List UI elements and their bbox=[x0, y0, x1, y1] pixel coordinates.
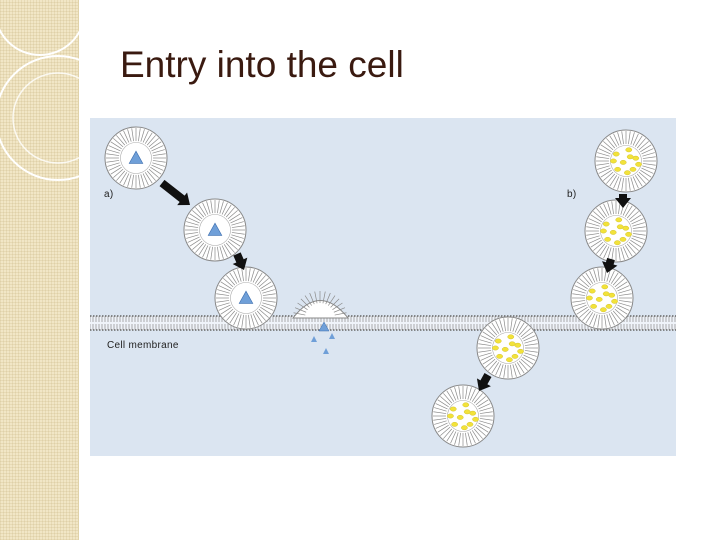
liposome-b2 bbox=[584, 199, 648, 263]
membrane-fusion-bulge bbox=[291, 291, 350, 332]
label-b: b) bbox=[567, 189, 577, 200]
membrane-label: Cell membrane bbox=[107, 340, 179, 351]
diagram-panel: a) b) Cell membrane bbox=[90, 118, 676, 456]
arrow-icon bbox=[159, 179, 190, 206]
cell-entry-diagram bbox=[90, 126, 676, 448]
released-drug bbox=[311, 333, 335, 354]
liposome-b1 bbox=[594, 129, 658, 193]
liposome-b5 bbox=[431, 384, 495, 448]
liposome-a2 bbox=[183, 198, 247, 262]
liposome-b3 bbox=[570, 266, 634, 330]
label-a: a) bbox=[104, 189, 114, 200]
drug-molecule bbox=[323, 348, 329, 354]
liposome-a1 bbox=[104, 126, 168, 190]
slide-title: Entry into the cell bbox=[120, 44, 404, 85]
arrow-icon bbox=[232, 252, 248, 270]
liposome-b4 bbox=[476, 316, 540, 380]
arrow-icon bbox=[602, 257, 618, 273]
drug-molecule bbox=[311, 336, 317, 342]
liposome-a3 bbox=[214, 266, 278, 330]
drug-molecule bbox=[329, 333, 335, 339]
arrows bbox=[159, 179, 631, 392]
liposomes bbox=[104, 126, 658, 448]
arrow-icon bbox=[476, 373, 492, 392]
decorative-side-strip bbox=[0, 0, 79, 540]
arrow-icon bbox=[615, 194, 631, 208]
